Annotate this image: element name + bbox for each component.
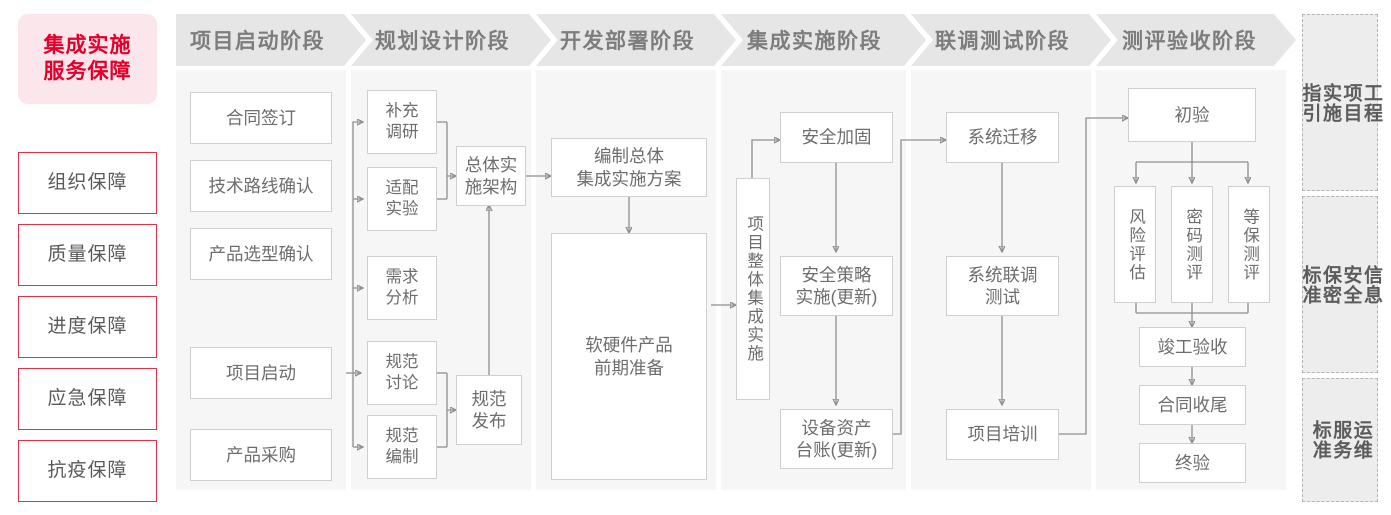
node-label: 补充 调研 xyxy=(385,101,419,141)
node-label: 规范 讨论 xyxy=(385,352,419,392)
guarantee-item-label: 质量保障 xyxy=(47,244,128,266)
node-label: 设备资产 台账(更新) xyxy=(795,417,878,460)
node-label: 软硬件产品 前期准备 xyxy=(585,335,673,378)
node-spec-discussion[interactable]: 规范 讨论 xyxy=(367,341,437,405)
phase-header-p4[interactable]: 集成实施阶段 xyxy=(721,14,926,66)
node-demand-analysis[interactable]: 需求 分析 xyxy=(367,256,437,320)
node-label: 等保测评 xyxy=(1240,207,1259,282)
guarantee-item-2[interactable]: 进度保障 xyxy=(18,296,157,358)
node-grade-protection-evaluation[interactable]: 等保测评 xyxy=(1228,186,1270,303)
node-label: 产品选型确认 xyxy=(208,243,314,264)
node-supplementary-survey[interactable]: 补充 调研 xyxy=(367,90,437,154)
node-label: 安全策略 实施(更新) xyxy=(795,264,878,307)
standard-label: 信息 安全 保密 标准 xyxy=(1299,264,1383,305)
node-kickoff[interactable]: 项目启动 xyxy=(190,347,332,399)
node-completion-acceptance[interactable]: 竣工验收 xyxy=(1139,327,1246,367)
node-asset-ledger[interactable]: 设备资产 台账(更新) xyxy=(780,409,893,469)
node-crypto-evaluation[interactable]: 密码测评 xyxy=(1171,186,1213,303)
standard-block-engineering[interactable]: 工程 项目 实施 指引 xyxy=(1299,14,1383,191)
guarantee-item-label: 应急保障 xyxy=(47,388,128,410)
node-label: 风险评估 xyxy=(1126,207,1145,282)
phase-header-p6[interactable]: 测评验收阶段 xyxy=(1096,14,1296,66)
node-label: 适配 实验 xyxy=(385,178,419,218)
phase-header-p5[interactable]: 联调测试阶段 xyxy=(911,14,1111,66)
guarantee-item-0[interactable]: 组织保障 xyxy=(18,152,157,214)
phase-header-p1[interactable]: 项目启动阶段 xyxy=(176,14,366,66)
node-spec-writing[interactable]: 规范 编制 xyxy=(367,415,437,479)
guarantee-item-label: 组织保障 xyxy=(47,172,128,194)
node-label: 编制总体 集成实施方案 xyxy=(576,146,682,189)
node-label: 系统迁移 xyxy=(967,127,1038,148)
guarantee-item-1[interactable]: 质量保障 xyxy=(18,224,157,286)
phase-header-label: 规划设计阶段 xyxy=(375,30,510,53)
node-contract-closeout[interactable]: 合同收尾 xyxy=(1139,385,1246,425)
node-risk-assessment[interactable]: 风险评估 xyxy=(1114,186,1156,303)
node-product-selection[interactable]: 产品选型确认 xyxy=(190,228,332,280)
node-label: 合同收尾 xyxy=(1157,394,1228,415)
guarantee-item-3[interactable]: 应急保障 xyxy=(18,368,157,430)
node-label: 技术路线确认 xyxy=(208,175,314,196)
phase-header-label: 项目启动阶段 xyxy=(190,30,325,53)
node-label: 项目启动 xyxy=(226,362,296,383)
node-purchase[interactable]: 产品采购 xyxy=(190,429,332,481)
node-joint-debug-test[interactable]: 系统联调 测试 xyxy=(946,256,1059,316)
standard-label: 运维 服务 标准 xyxy=(1309,420,1372,460)
phase-header-p2[interactable]: 规划设计阶段 xyxy=(351,14,551,66)
guarantee-item-label: 抗疫保障 xyxy=(47,460,128,482)
node-contract[interactable]: 合同签订 xyxy=(190,92,332,144)
node-label: 初验 xyxy=(1174,104,1210,125)
node-security-policy[interactable]: 安全策略 实施(更新) xyxy=(780,256,893,316)
node-label: 需求 分析 xyxy=(385,267,419,307)
node-hw-sw-preparation[interactable]: 软硬件产品 前期准备 xyxy=(551,233,707,480)
node-label: 终验 xyxy=(1175,452,1210,473)
guarantee-item-label: 进度保障 xyxy=(47,316,128,338)
node-label: 安全加固 xyxy=(801,127,872,148)
phase-header-label: 开发部署阶段 xyxy=(560,30,695,53)
node-security-hardening[interactable]: 安全加固 xyxy=(780,112,893,163)
standard-label: 工程 项目 实施 指引 xyxy=(1299,82,1383,123)
standard-block-ops[interactable]: 运维 服务 标准 xyxy=(1302,378,1378,502)
phase-header-label: 联调测试阶段 xyxy=(935,30,1070,53)
node-label: 竣工验收 xyxy=(1157,336,1228,357)
node-overall-integration[interactable]: 项目整体集成实施 xyxy=(736,178,770,400)
node-label: 密码测评 xyxy=(1183,207,1202,282)
phase-header-label: 测评验收阶段 xyxy=(1122,30,1257,53)
guarantee-item-4[interactable]: 抗疫保障 xyxy=(18,440,157,502)
node-final-acceptance[interactable]: 终验 xyxy=(1139,443,1246,483)
node-overall-architecture[interactable]: 总体实 施架构 xyxy=(456,146,526,206)
node-overall-plan[interactable]: 编制总体 集成实施方案 xyxy=(551,138,707,197)
node-label: 总体实 施架构 xyxy=(464,154,518,197)
node-preliminary-acceptance[interactable]: 初验 xyxy=(1128,88,1256,142)
guarantee-title: 集成实施 服务保障 xyxy=(18,14,157,104)
node-tech-route[interactable]: 技术路线确认 xyxy=(190,160,332,212)
node-label: 项目整体集成实施 xyxy=(744,215,763,363)
node-label: 系统联调 测试 xyxy=(967,264,1038,307)
node-label: 项目培训 xyxy=(967,424,1038,445)
node-system-migration[interactable]: 系统迁移 xyxy=(946,112,1059,163)
node-project-training[interactable]: 项目培训 xyxy=(946,409,1059,460)
node-label: 合同签订 xyxy=(226,107,296,128)
node-label: 产品采购 xyxy=(226,444,296,465)
node-spec-publish[interactable]: 规范 发布 xyxy=(456,375,522,445)
node-adaptation-test[interactable]: 适配 实验 xyxy=(367,167,437,231)
phase-header-p3[interactable]: 开发部署阶段 xyxy=(536,14,736,66)
phase-header-label: 集成实施阶段 xyxy=(747,30,882,53)
node-label: 规范 发布 xyxy=(471,388,507,431)
standard-block-infosec[interactable]: 信息 安全 保密 标准 xyxy=(1299,196,1383,373)
node-label: 规范 编制 xyxy=(385,426,419,466)
